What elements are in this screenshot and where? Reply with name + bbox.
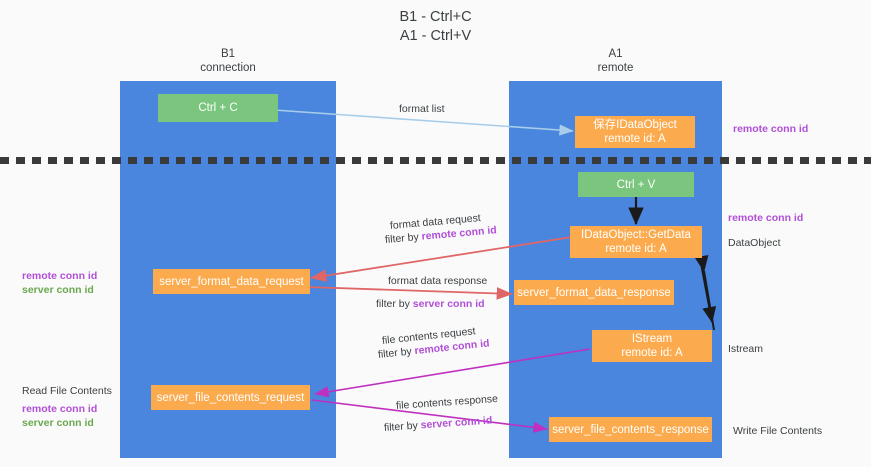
annotation-left-server-conn-id-bottom: server conn id	[22, 417, 94, 429]
annotation-right-remote-conn-id-mid-text: remote conn id	[728, 212, 804, 224]
annotation-left-conn-ids-mid: remote conn id server conn id	[22, 269, 97, 297]
node-server-format-data-response-line1: server_format_data_response	[517, 286, 671, 299]
edge-label-format-data-response-filter: filter by server conn id	[376, 297, 485, 311]
node-ctrl-c[interactable]: Ctrl + C	[158, 94, 278, 122]
edge-label-format-list: format list	[399, 103, 445, 115]
node-server-format-data-response[interactable]: server_format_data_response	[514, 280, 674, 305]
annotation-right-istream: Istream	[728, 342, 763, 356]
node-server-file-contents-request[interactable]: server_file_contents_request	[151, 385, 310, 410]
annotation-right-remote-conn-id-top: remote conn id	[733, 122, 808, 136]
edge-label-format-data-response-filter-prefix: filter by	[376, 298, 413, 310]
edge-label-format-data-response: format data response	[388, 275, 488, 287]
annotation-right-istream-text: Istream	[728, 343, 764, 355]
title-line-1: B1 - Ctrl+C	[399, 9, 472, 25]
annotation-right-remote-conn-id-mid: remote conn id	[728, 211, 803, 225]
annotation-right-dataobject: DataObject	[728, 236, 781, 250]
lane-header-b1-line1: B1	[220, 48, 236, 60]
edge-label-format-data-response-filter-key: server conn id	[412, 298, 485, 310]
node-idataobject-getdata-line2: remote id: A	[605, 243, 667, 255]
node-server-format-data-request[interactable]: server_format_data_request	[153, 269, 310, 294]
node-ctrl-c-line1: Ctrl + C	[198, 102, 238, 114]
lane-header-a1: A1 remote	[509, 47, 722, 75]
arrow-format-data-response	[306, 286, 513, 300]
lane-header-a1-line2: remote	[597, 62, 634, 74]
phase-divider-dashed-line	[0, 157, 871, 164]
edge-label-file-contents-request-filter-prefix: filter by	[377, 345, 416, 361]
node-save-idataobject-line1: 保存IDataObject	[593, 119, 677, 131]
annotation-right-write-file-contents-text: Write File Contents	[733, 425, 823, 437]
node-istream[interactable]: IStream remote id: A	[592, 330, 712, 362]
node-istream-line1: IStream	[631, 333, 673, 345]
annotation-left-read-file-contents: Read File Contents	[22, 384, 112, 398]
title-line-2: A1 - Ctrl+V	[399, 28, 472, 44]
annotation-left-read-file-contents-text: Read File Contents	[22, 385, 112, 397]
edge-label-file-contents-response-filter-key: server conn id	[420, 414, 493, 432]
edge-label-file-contents-response: file contents response	[395, 392, 499, 412]
annotation-left-conn-ids-bottom: remote conn id server conn id	[22, 402, 97, 430]
annotation-right-write-file-contents: Write File Contents	[733, 424, 822, 438]
edge-label-file-contents-response-filter-prefix: filter by	[383, 419, 422, 434]
lane-header-b1: B1 connection	[120, 47, 336, 75]
node-save-idataobject[interactable]: 保存IDataObject remote id: A	[575, 116, 695, 148]
node-server-file-contents-response-line1: server_file_contents_response	[552, 423, 709, 436]
edge-label-file-contents-response-filter: filter by server conn id	[384, 413, 493, 435]
node-idataobject-getdata-line1: IDataObject::GetData	[581, 229, 691, 241]
annotation-left-remote-conn-id-mid: remote conn id	[22, 270, 98, 282]
diagram-title: B1 - Ctrl+C A1 - Ctrl+V	[0, 8, 871, 46]
annotation-right-remote-conn-id-top-text: remote conn id	[733, 123, 809, 135]
node-idataobject-getdata[interactable]: IDataObject::GetData remote id: A	[570, 226, 702, 258]
annotation-left-remote-conn-id-bottom: remote conn id	[22, 403, 98, 415]
lane-header-b1-line2: connection	[200, 62, 256, 74]
node-istream-line2: remote id: A	[621, 347, 683, 359]
node-save-idataobject-line2: remote id: A	[604, 133, 666, 145]
annotation-left-server-conn-id-mid: server conn id	[22, 284, 94, 296]
edge-label-format-data-request-filter-prefix: filter by	[384, 230, 423, 246]
node-ctrl-v[interactable]: Ctrl + V	[578, 172, 694, 197]
node-ctrl-v-line1: Ctrl + V	[616, 178, 656, 191]
annotation-right-dataobject-text: DataObject	[728, 237, 781, 249]
node-server-file-contents-response[interactable]: server_file_contents_response	[549, 417, 712, 442]
node-server-file-contents-request-line1: server_file_contents_request	[156, 391, 305, 404]
node-server-format-data-request-line1: server_format_data_request	[159, 275, 304, 288]
lane-header-a1-line1: A1	[608, 48, 623, 60]
